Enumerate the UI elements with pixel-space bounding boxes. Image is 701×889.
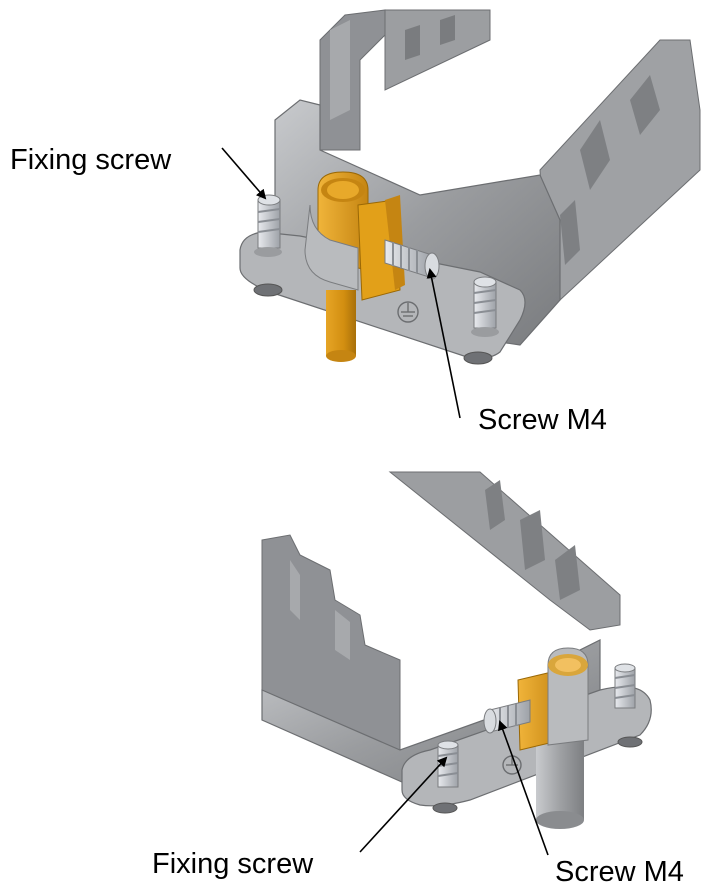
bottom-screw-m4-arrow: [498, 720, 549, 856]
top-screw-m4-arrow: [426, 268, 461, 419]
bottom-earthing-clamp: [517, 647, 589, 751]
bottom-fixing-screw-right: [614, 663, 636, 709]
top-fixing-screw-left: [254, 194, 282, 257]
top-clamp-pin: [326, 290, 356, 362]
bottom-view: [261, 471, 652, 856]
top-earthing-clamp: [304, 171, 405, 301]
top-fixing-screw-arrow: [221, 147, 267, 200]
top-housing-frame: [239, 9, 701, 365]
top-ground-symbol: [397, 301, 419, 323]
bottom-grey-pipe: [536, 740, 584, 829]
top-fixing-screw-right: [471, 276, 499, 337]
bottom-fixing-screw-arrow: [359, 756, 448, 853]
top-screw-m4-label: Screw M4: [478, 404, 607, 436]
top-view: [221, 9, 701, 419]
top-fixing-screw-label: Fixing screw: [10, 144, 172, 176]
bottom-fixing-screw-label: Fixing screw: [152, 848, 314, 880]
bottom-screw-m4-label: Screw M4: [555, 856, 684, 888]
